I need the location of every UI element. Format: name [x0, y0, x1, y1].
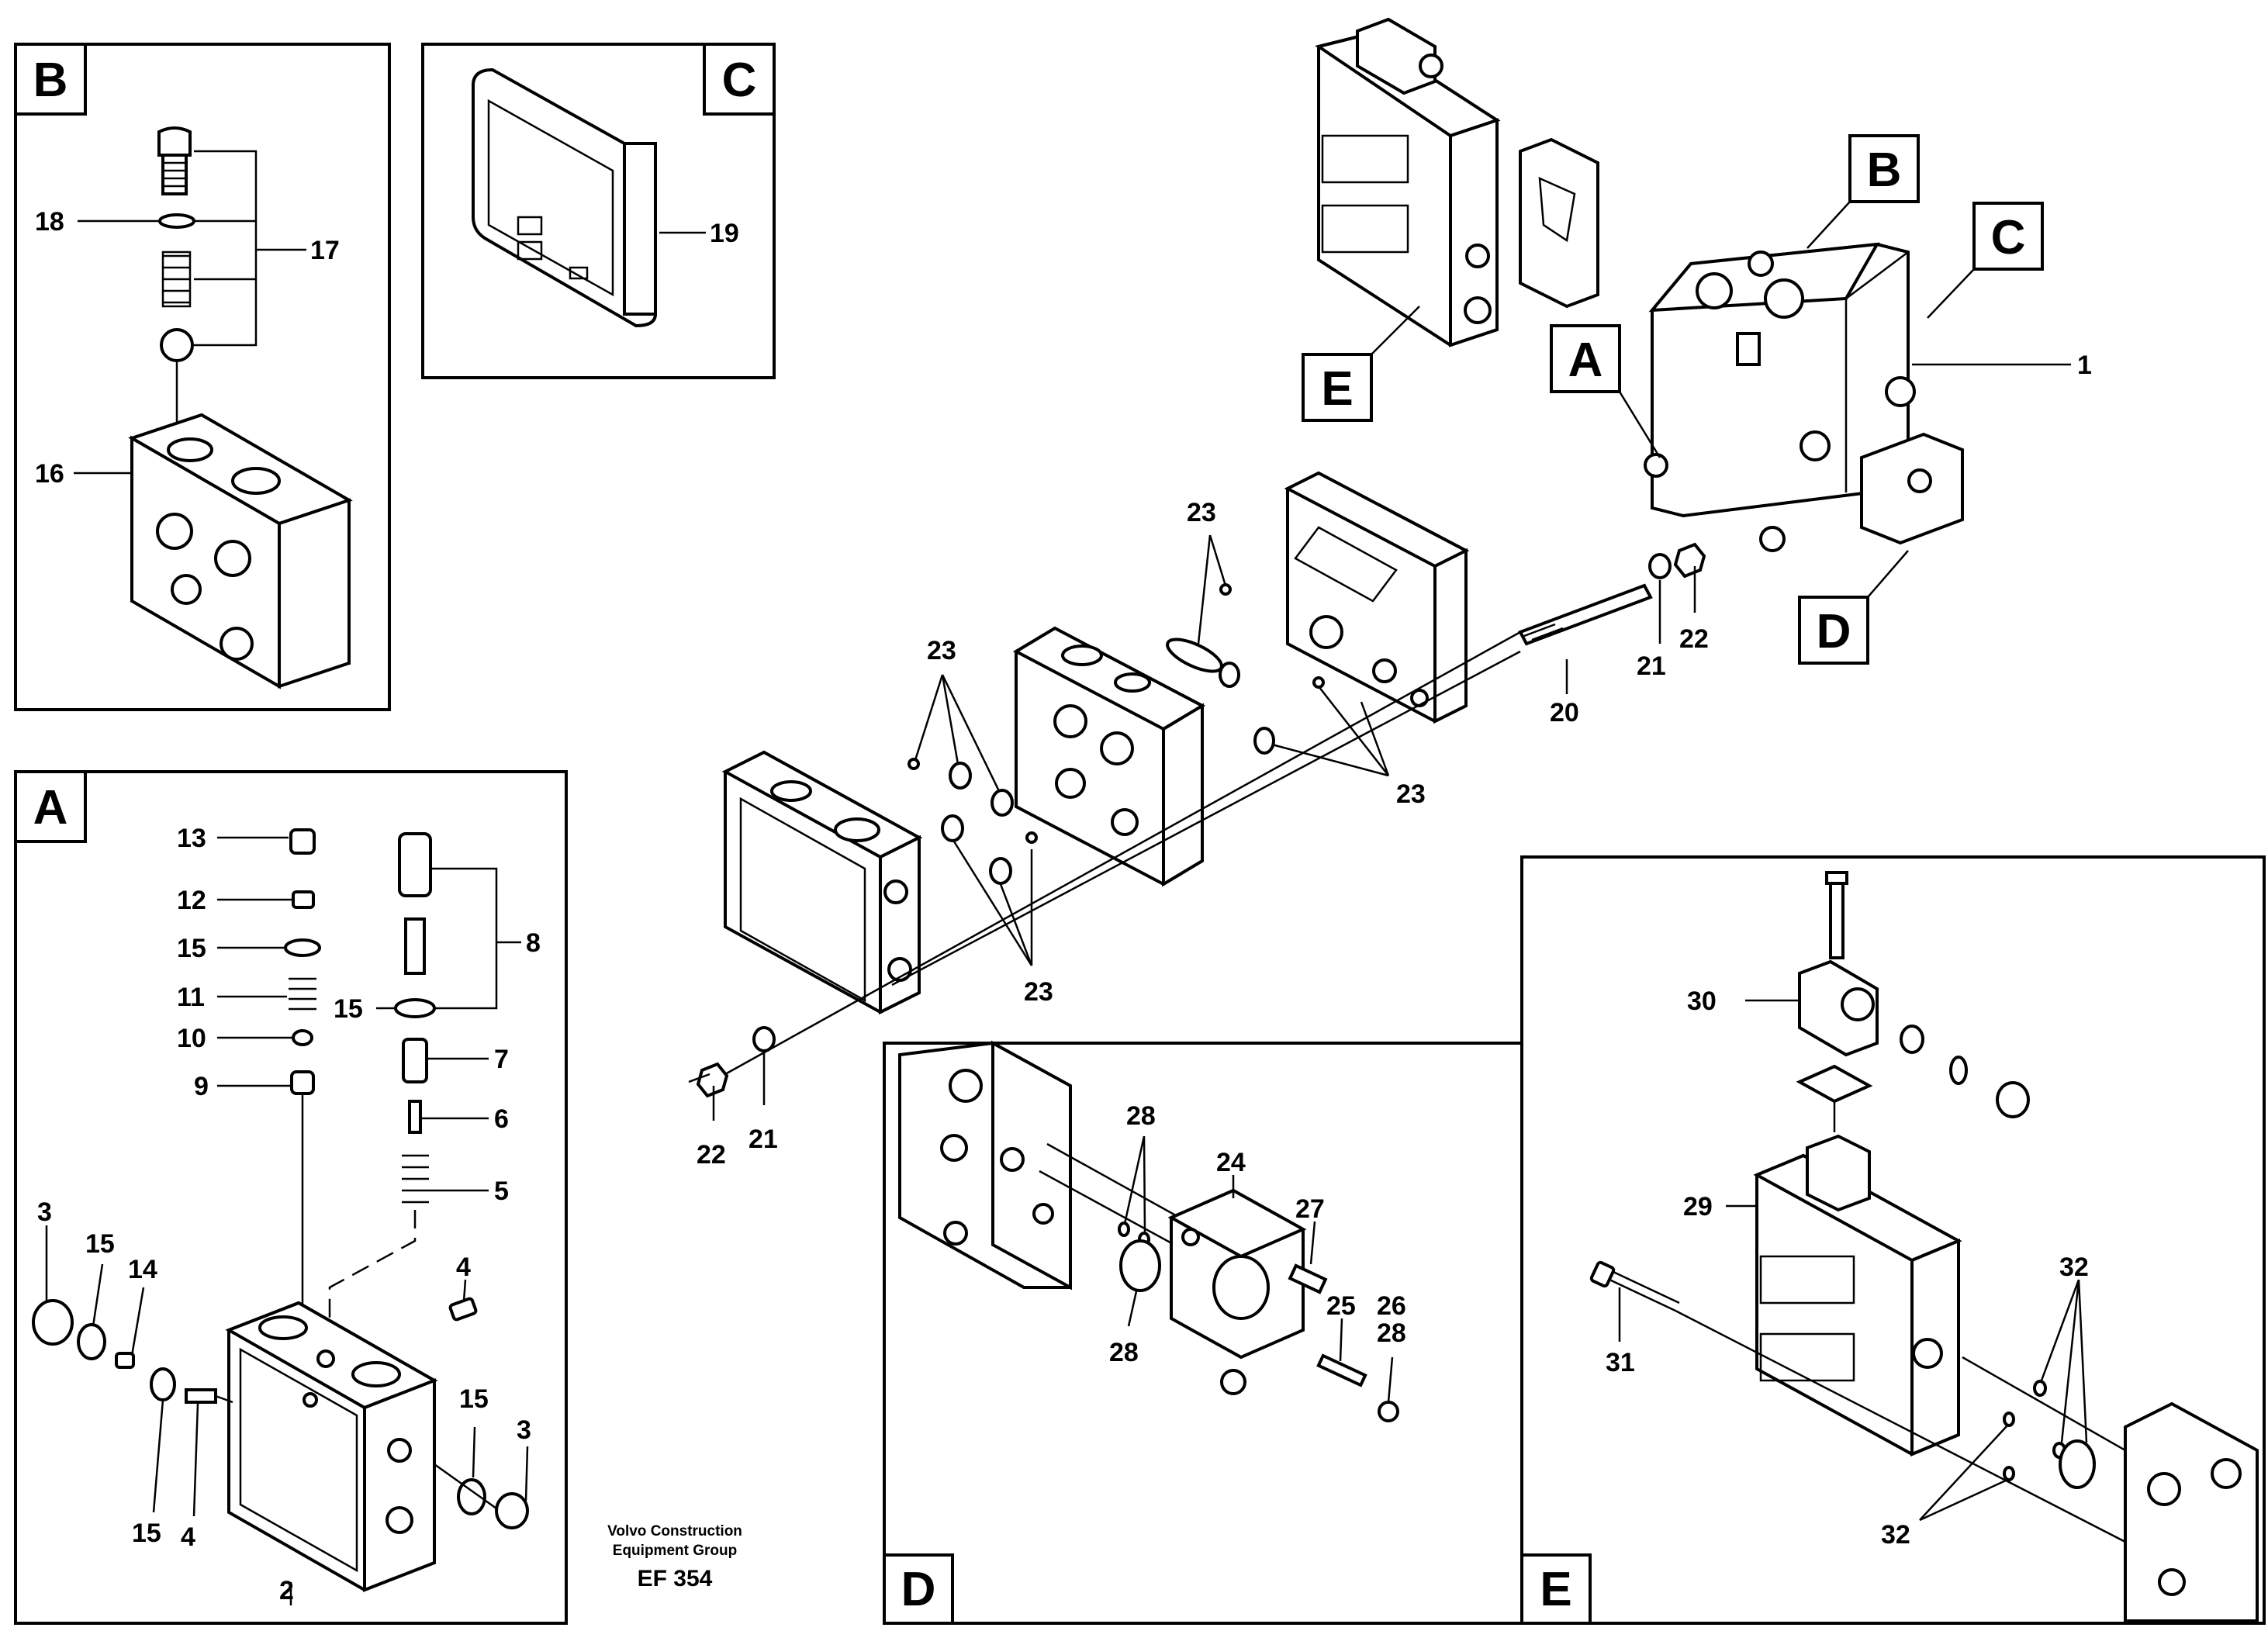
- panel-e: E 30 29 31: [1520, 855, 2266, 1625]
- part-13-label: 13: [177, 824, 206, 853]
- part-16-label: 16: [35, 459, 64, 489]
- panel-c-label: C: [722, 54, 757, 107]
- part-15-label-a4: 15: [132, 1519, 161, 1548]
- callout-d: D: [1817, 605, 1851, 658]
- main-assembly: E 1 A B C D: [688, 17, 2092, 1170]
- part-20-label: 20: [1550, 698, 1579, 727]
- part-28-label-d3: 28: [1377, 1318, 1406, 1348]
- part-15-label-a5: 15: [459, 1384, 489, 1414]
- part-21-label-bottom: 21: [749, 1125, 778, 1154]
- publisher-credit: Volvo Construction Equipment Group EF 35…: [607, 1523, 742, 1591]
- part-32-label-e2: 32: [1881, 1520, 1910, 1550]
- part-25-label: 25: [1326, 1291, 1356, 1321]
- panel-b-label: B: [33, 54, 68, 107]
- part-1-label: 1: [2077, 351, 2092, 380]
- end-plate-upper: [1284, 471, 1470, 724]
- credit-line-2: Equipment Group: [613, 1543, 737, 1559]
- part-4-label-a1: 4: [181, 1522, 195, 1552]
- part-14-label: 14: [128, 1255, 157, 1284]
- panel-c: C 19: [421, 43, 776, 379]
- part-24-label: 24: [1216, 1148, 1246, 1177]
- main-valve-block-1: [1644, 242, 1964, 552]
- callout-c: C: [1991, 211, 2026, 264]
- part-23-label-3: 23: [1396, 779, 1426, 809]
- part-23-label-1: 23: [1187, 498, 1216, 527]
- valve-section-block-16: [128, 413, 353, 689]
- part-5-label: 5: [494, 1177, 509, 1206]
- panel-a-label: A: [33, 781, 68, 835]
- part-3-label-a1: 3: [37, 1197, 52, 1227]
- part-4-label-a2: 4: [456, 1253, 471, 1282]
- figure-code: EF 354: [638, 1566, 713, 1591]
- part-7-label: 7: [494, 1045, 509, 1074]
- cover-plate-19: [472, 67, 657, 328]
- part-27-label: 27: [1295, 1194, 1325, 1224]
- part-15-label-a1: 15: [177, 934, 206, 963]
- part-11-label: 11: [177, 983, 205, 1012]
- part-2-label: 2: [279, 1576, 294, 1605]
- part-28-label-d2: 28: [1109, 1338, 1139, 1367]
- part-12-label: 12: [177, 886, 206, 915]
- part-3-label-a2: 3: [517, 1415, 531, 1445]
- part-29-label: 29: [1683, 1192, 1713, 1222]
- callout-b: B: [1867, 143, 1902, 197]
- panel-b: B 17 18 16: [14, 43, 391, 711]
- part-30-label: 30: [1687, 987, 1717, 1016]
- part-32-label-e1: 32: [2059, 1253, 2089, 1282]
- part-18-label: 18: [35, 207, 64, 237]
- panel-e-label: E: [1540, 1563, 1571, 1616]
- part-21-label-top: 21: [1637, 651, 1666, 681]
- part-9-label: 9: [194, 1072, 209, 1101]
- panel-d-label: D: [901, 1563, 936, 1616]
- callout-a: A: [1568, 333, 1603, 387]
- part-23-label-2: 23: [927, 636, 956, 665]
- part-23-label-4: 23: [1024, 977, 1053, 1007]
- part-22-label-bottom: 22: [697, 1140, 726, 1170]
- pressure-valve-24: [1167, 1188, 1307, 1395]
- part-28-label-d1: 28: [1126, 1101, 1156, 1131]
- part-31-label: 31: [1606, 1348, 1635, 1377]
- solenoid-unit-top: [1315, 17, 1599, 347]
- valve-section-middle: [1012, 626, 1206, 887]
- part-17-label: 17: [310, 236, 340, 265]
- part-26-label: 26: [1377, 1291, 1406, 1321]
- part-15-label-a2: 15: [334, 994, 363, 1024]
- credit-line-1: Volvo Construction: [607, 1523, 742, 1539]
- end-plate-lower: [721, 750, 923, 1015]
- part-19-label: 19: [710, 219, 739, 248]
- part-15-label-a3: 15: [85, 1229, 115, 1259]
- valve-section-block-2: [225, 1301, 438, 1592]
- panel-a: A 13 12 15 11 10 9 8 15 7 6: [14, 770, 568, 1625]
- callout-e: E: [1321, 362, 1353, 416]
- part-22-label-top: 22: [1679, 624, 1709, 654]
- panel-d: D 28 28 24 27 25 2: [883, 1040, 1523, 1625]
- part-6-label: 6: [494, 1104, 509, 1134]
- solenoid-29: [1753, 1134, 1962, 1456]
- part-10-label: 10: [177, 1024, 206, 1053]
- part-8-label: 8: [526, 928, 541, 958]
